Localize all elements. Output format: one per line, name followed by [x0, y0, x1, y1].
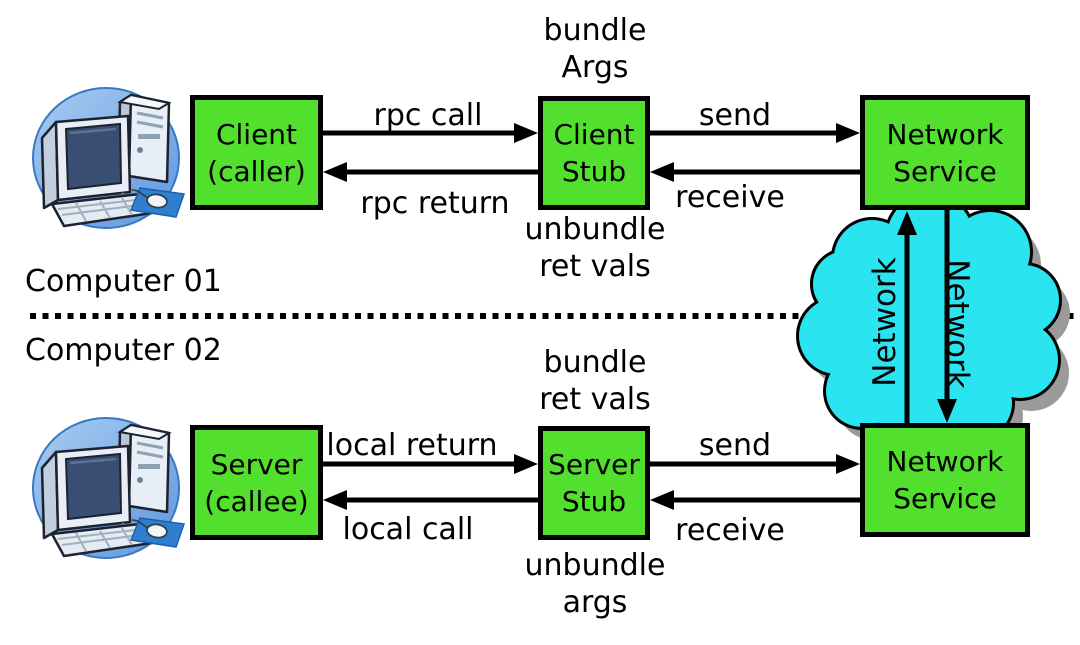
bundle-args-line2: Args: [561, 50, 629, 85]
network-service-bottom-line1: Network: [886, 445, 1004, 478]
network-service-bottom-box: Network Service: [860, 423, 1030, 537]
server-box-line2: (callee): [204, 484, 309, 518]
send-top-arrow: [650, 123, 860, 143]
client-stub-box-line2: Stub: [561, 155, 627, 188]
bundle-ret-vals-line2: ret vals: [539, 382, 651, 417]
client-box: Client (caller): [190, 95, 323, 210]
network-up-label: Network: [867, 257, 903, 387]
network-service-bottom-line2: Service: [893, 482, 997, 515]
rpc-call-arrow: [323, 123, 538, 143]
rpc-return-arrow: [323, 162, 538, 182]
receive-bottom-arrow: [650, 490, 860, 510]
local-return-arrow: [323, 454, 538, 474]
client-stub-box: Client Stub: [538, 96, 650, 210]
unbundle-ret-vals-line1: unbundle: [524, 212, 666, 247]
rpc-return-label: rpc return: [360, 186, 510, 221]
bundle-args-annotation: bundle Args: [505, 12, 685, 86]
unbundle-args-line1: unbundle: [524, 548, 666, 583]
local-call-arrow: [323, 490, 538, 510]
server-stub-box: Server Stub: [538, 426, 650, 540]
server-box: Server (callee): [190, 425, 323, 540]
bundle-args-line1: bundle: [543, 13, 647, 48]
unbundle-args-line2: args: [562, 585, 628, 620]
network-down-arrow: [937, 208, 957, 423]
receive-top-label: receive: [675, 180, 785, 215]
client-stub-box-line1: Client: [553, 118, 635, 151]
send-bottom-arrow: [650, 454, 860, 474]
computer-02-label: Computer 02: [25, 333, 222, 368]
server-stub-box-line2: Stub: [561, 485, 627, 518]
computer-icon: [28, 76, 188, 236]
network-up-arrow: [897, 211, 917, 426]
computer-icon: [28, 406, 188, 566]
network-service-top-line1: Network: [886, 117, 1004, 151]
bundle-ret-vals-line1: bundle: [543, 345, 647, 380]
client-box-line2: (caller): [207, 154, 306, 188]
client-box-line1: Client: [215, 117, 298, 151]
local-call-label: local call: [342, 512, 474, 547]
unbundle-ret-vals-line2: ret vals: [539, 249, 651, 284]
send-top-label: send: [698, 98, 772, 133]
receive-top-arrow: [650, 162, 860, 182]
local-return-label: local return: [326, 428, 498, 463]
bundle-ret-vals-annotation: bundle ret vals: [505, 344, 685, 418]
rpc-call-label: rpc call: [373, 98, 483, 133]
unbundle-ret-vals-annotation: unbundle ret vals: [505, 211, 685, 285]
send-bottom-label: send: [698, 428, 772, 463]
receive-bottom-label: receive: [675, 513, 785, 548]
computer-01-label: Computer 01: [25, 264, 222, 299]
network-service-top-box: Network Service: [860, 95, 1030, 210]
server-box-line1: Server: [210, 447, 303, 481]
network-service-top-line2: Service: [893, 154, 997, 188]
network-down-label: Network: [939, 259, 975, 389]
server-stub-box-line1: Server: [548, 448, 640, 481]
unbundle-args-annotation: unbundle args: [505, 547, 685, 621]
